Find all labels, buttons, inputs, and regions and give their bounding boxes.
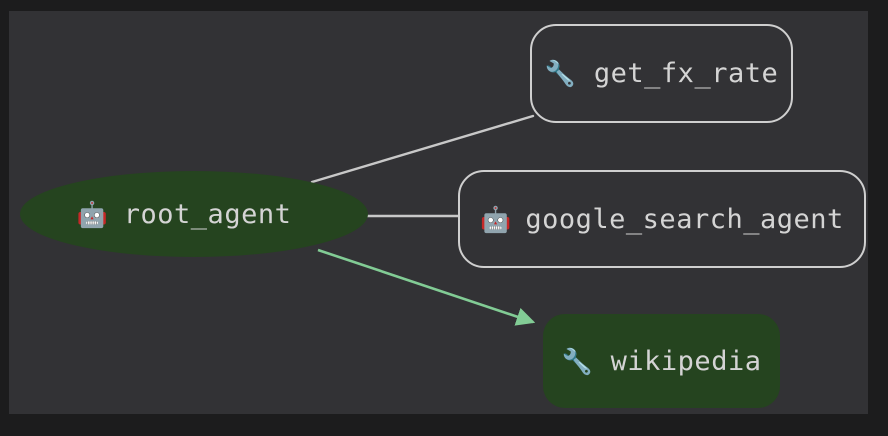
graph-node-wikipedia[interactable]: 🔧 wikipedia — [543, 314, 780, 408]
graph-node-get-fx-rate[interactable]: 🔧 get_fx_rate — [530, 24, 793, 123]
graph-node-google-search-agent[interactable]: 🤖 google_search_agent — [458, 170, 866, 268]
graph-node-label: wikipedia — [610, 345, 762, 377]
graph-node-label: get_fx_rate — [593, 58, 779, 89]
graph-node-root-agent[interactable]: 🤖 root_agent — [20, 171, 368, 257]
wrench-icon: 🔧 — [544, 59, 576, 88]
graph-node-label: google_search_agent — [525, 203, 844, 235]
robot-icon: 🤖 — [480, 204, 512, 234]
wrench-icon: 🔧 — [561, 346, 593, 376]
robot-icon: 🤖 — [76, 199, 108, 229]
graph-node-label: root_agent — [123, 198, 292, 230]
